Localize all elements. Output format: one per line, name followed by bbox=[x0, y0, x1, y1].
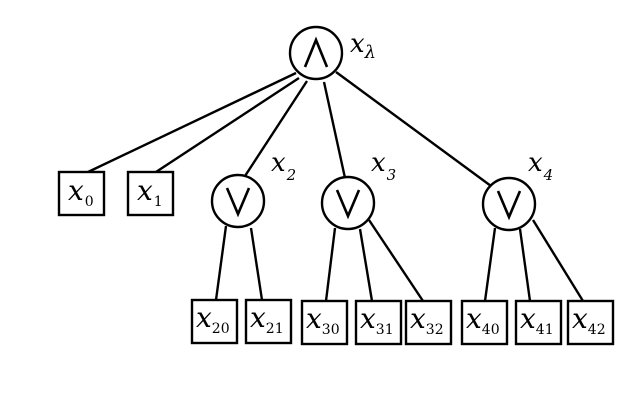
gate-x3 bbox=[320, 175, 376, 231]
leaf-x42-box bbox=[566, 299, 615, 346]
leaf-x0: x0 bbox=[57, 170, 106, 217]
gate-x4 bbox=[481, 176, 537, 232]
leaf-x32: x32 bbox=[404, 299, 453, 346]
leaf-x41-label: x41 bbox=[520, 302, 554, 338]
edge-root-x3 bbox=[322, 81, 347, 179]
edge-root-x2 bbox=[243, 80, 309, 177]
leaf-x30-label: x30 bbox=[306, 302, 340, 338]
edge-root-x4 bbox=[335, 71, 492, 187]
gate-root-label: xλ bbox=[350, 29, 376, 63]
edge-x2-x21 bbox=[249, 227, 264, 301]
edge-root-x1 bbox=[155, 76, 300, 174]
leaf-x41-box bbox=[514, 299, 563, 346]
edge-x3-x32 bbox=[368, 219, 424, 302]
gate-x2 bbox=[210, 173, 266, 229]
edge-x4-x42 bbox=[531, 219, 585, 302]
leaf-x21-box bbox=[244, 298, 293, 345]
edge-x4-x41 bbox=[518, 228, 532, 302]
gate-x3-circle bbox=[320, 175, 376, 231]
gate-x4-label: x4 bbox=[528, 148, 553, 184]
leaf-x42: x42 bbox=[566, 299, 615, 346]
leaf-x30: x30 bbox=[300, 299, 349, 346]
leaf-x40-label: x40 bbox=[466, 302, 500, 338]
edge-x2-x20 bbox=[214, 225, 228, 301]
gate-x3-label: x3 bbox=[371, 148, 396, 184]
leaf-x31-box bbox=[354, 299, 403, 346]
and-operator-icon bbox=[303, 36, 329, 68]
leaf-x21: x21 bbox=[244, 298, 293, 345]
leaf-x0-label: x0 bbox=[68, 174, 94, 210]
leaf-x40: x40 bbox=[460, 299, 509, 346]
leaf-x32-box bbox=[404, 299, 453, 346]
gate-root-circle bbox=[288, 25, 344, 81]
leaf-x41: x41 bbox=[514, 299, 563, 346]
leaf-x20-label: x20 bbox=[196, 301, 230, 337]
leaf-x21-label: x21 bbox=[250, 301, 284, 337]
leaf-x42-label: x42 bbox=[572, 302, 606, 338]
leaf-x32-label: x32 bbox=[410, 302, 444, 338]
leaf-x0-box bbox=[57, 170, 106, 217]
edge-root-x0 bbox=[87, 71, 297, 174]
leaf-x20: x20 bbox=[190, 298, 239, 345]
leaf-x1: x1 bbox=[126, 170, 175, 217]
leaf-x31-label: x31 bbox=[360, 302, 394, 338]
leaf-x20-box bbox=[190, 298, 239, 345]
leaf-x1-label: x1 bbox=[137, 174, 163, 210]
or-operator-icon bbox=[496, 190, 522, 221]
edges bbox=[87, 71, 585, 302]
leaf-x40-box bbox=[460, 299, 509, 346]
leaf-x30-box bbox=[300, 299, 349, 346]
edge-x3-x30 bbox=[324, 227, 337, 302]
or-operator-icon bbox=[335, 189, 361, 220]
edge-x4-x40 bbox=[483, 227, 497, 302]
gate-root bbox=[288, 25, 344, 81]
or-operator-icon bbox=[225, 187, 251, 218]
gate-x2-label: x2 bbox=[271, 148, 296, 184]
edge-x3-x31 bbox=[358, 228, 374, 302]
gate-x4-circle bbox=[481, 176, 537, 232]
leaf-x31: x31 bbox=[354, 299, 403, 346]
leaf-x1-box bbox=[126, 170, 175, 217]
gate-x2-circle bbox=[210, 173, 266, 229]
